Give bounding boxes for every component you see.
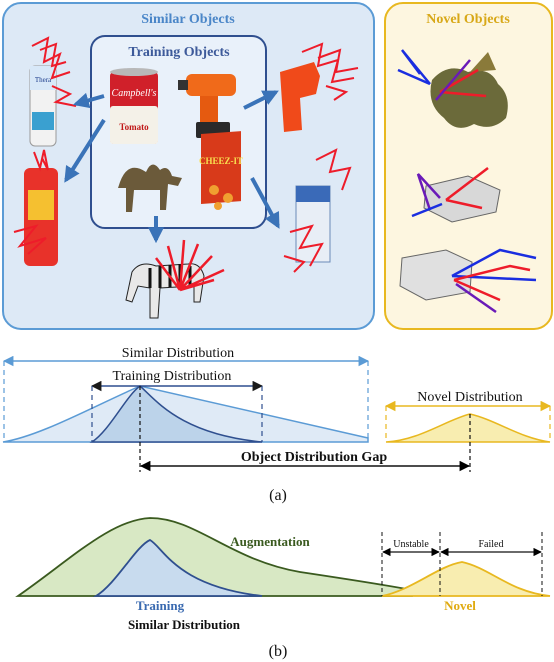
novel-distribution-span: Novel Distribution [384, 390, 552, 442]
novel-label-b: Novel [444, 598, 476, 613]
pose-axes-toothpaste [31, 36, 77, 107]
pose-axes-chips [13, 149, 49, 255]
similar-distribution-span: Similar Distribution [2, 346, 370, 442]
novel-distribution-curve [385, 413, 551, 443]
failed-label: Failed [479, 539, 504, 550]
bracket-object-2 [399, 249, 473, 301]
caption-b: (b) [269, 643, 288, 660]
sugar-box-object [295, 185, 331, 263]
training-distribution-label: Training Distribution [113, 369, 232, 384]
training-curve-b: Training Similar Distribution [92, 538, 263, 632]
toothpaste-label: Thera [35, 76, 52, 84]
unstable-failed-spans: Unstable Failed [381, 532, 543, 596]
novel-distribution-label: Novel Distribution [417, 390, 522, 405]
novel-curve-b: Novel [381, 561, 551, 613]
cracker-box-label: CHEEZ-IT [199, 156, 243, 166]
similar-distribution-label: Similar Distribution [122, 346, 234, 361]
power-drill-object [178, 74, 236, 138]
generalization-arrows [64, 90, 280, 244]
caption-a: (a) [269, 487, 287, 504]
soup-can-object: Campbell's Tomato [110, 68, 158, 144]
bracket-object-1 [423, 175, 501, 223]
novel-objects-title: Novel Objects [426, 12, 510, 27]
similar-distribution-label-b: Similar Distribution [128, 617, 241, 632]
spray-bottle-object [280, 62, 320, 132]
camel-object [118, 164, 182, 212]
pose-axes-sugar [283, 148, 352, 273]
soup-can-sublabel: Tomato [119, 122, 149, 132]
training-distribution-curve [89, 385, 263, 443]
unstable-label: Unstable [393, 539, 429, 550]
similar-objects-title: Similar Objects [141, 12, 235, 27]
training-label-b: Training [136, 598, 185, 613]
cracker-box-object: CHEEZ-IT [199, 131, 243, 210]
chips-can-object [24, 168, 58, 266]
soup-can-label: Campbell's [112, 88, 157, 99]
pose-axes-zebra [155, 239, 225, 292]
augmentation-curve: Augmentation [15, 517, 413, 597]
gap-label: Object Distribution Gap [241, 450, 387, 465]
pose-axes-novel [397, 49, 537, 314]
training-distribution-span: Training Distribution [90, 369, 264, 442]
novel-objects-box: Novel Objects [384, 2, 553, 330]
training-objects-title: Training Objects [128, 45, 230, 60]
augmentation-label: Augmentation [230, 534, 310, 549]
object-distribution-gap: Object Distribution Gap [139, 386, 471, 472]
pose-axes-spray [301, 42, 359, 101]
